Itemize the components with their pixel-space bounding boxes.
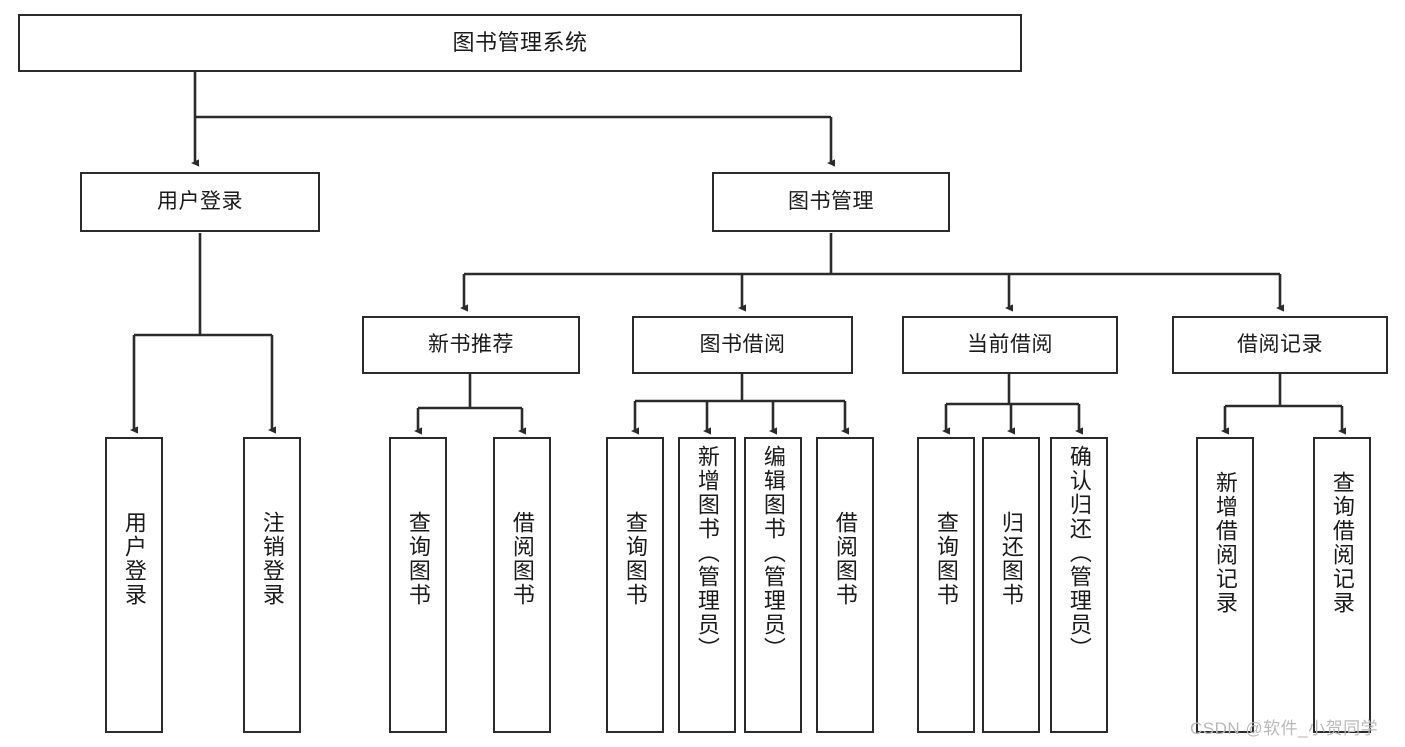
node-leaf-edit-book-admin[interactable]: 编辑图书（管理员）	[744, 437, 802, 733]
node-book-borrow[interactable]: 图书借阅	[632, 316, 853, 374]
node-new-book-recommend[interactable]: 新书推荐	[362, 316, 580, 374]
node-borrow-record[interactable]: 借阅记录	[1172, 316, 1388, 374]
node-leaf-user-login[interactable]: 用户登录	[105, 437, 163, 733]
node-leaf-borrow-book-2[interactable]: 借阅图书	[816, 437, 874, 733]
node-leaf-query-borrow-record[interactable]: 查询借阅记录	[1313, 437, 1371, 733]
node-leaf-query-book-2-label: 查询图书	[622, 511, 648, 607]
node-leaf-borrow-book-1[interactable]: 借阅图书	[493, 437, 551, 733]
node-current-borrow-label: 当前借阅	[967, 332, 1053, 356]
node-leaf-add-book-admin[interactable]: 新增图书（管理员）	[678, 437, 736, 733]
node-leaf-query-borrow-record-label: 查询借阅记录	[1329, 471, 1355, 615]
node-book-borrow-label: 图书借阅	[699, 332, 786, 356]
node-book-management-label: 图书管理	[788, 189, 874, 213]
node-leaf-logout-label: 注销登录	[259, 511, 285, 607]
node-root-label: 图书管理系统	[452, 30, 588, 56]
node-borrow-record-label: 借阅记录	[1237, 332, 1323, 356]
node-leaf-return-book-label: 归还图书	[998, 511, 1024, 607]
node-leaf-query-book-1-label: 查询图书	[405, 511, 431, 607]
node-leaf-query-book-1[interactable]: 查询图书	[389, 437, 447, 733]
node-leaf-add-book-admin-label: 新增图书（管理员）	[694, 445, 720, 661]
node-book-management[interactable]: 图书管理	[712, 172, 950, 232]
node-leaf-user-login-label: 用户登录	[121, 511, 147, 607]
node-leaf-return-book[interactable]: 归还图书	[982, 437, 1040, 733]
node-leaf-add-borrow-record-label: 新增借阅记录	[1212, 471, 1238, 615]
node-leaf-logout[interactable]: 注销登录	[243, 437, 301, 733]
node-leaf-confirm-return-admin[interactable]: 确认归还（管理员）	[1050, 437, 1108, 733]
node-leaf-query-book-3-label: 查询图书	[933, 511, 959, 607]
node-leaf-borrow-book-1-label: 借阅图书	[509, 511, 535, 607]
node-leaf-query-book-3[interactable]: 查询图书	[917, 437, 975, 733]
node-root[interactable]: 图书管理系统	[18, 14, 1022, 72]
node-leaf-edit-book-admin-label: 编辑图书（管理员）	[760, 445, 786, 661]
node-new-book-recommend-label: 新书推荐	[428, 332, 514, 356]
node-leaf-confirm-return-admin-label: 确认归还（管理员）	[1066, 445, 1092, 661]
node-leaf-add-borrow-record[interactable]: 新增借阅记录	[1196, 437, 1254, 733]
node-user-login[interactable]: 用户登录	[80, 172, 320, 232]
node-leaf-borrow-book-2-label: 借阅图书	[832, 511, 858, 607]
node-current-borrow[interactable]: 当前借阅	[902, 316, 1118, 374]
node-user-login-label: 用户登录	[157, 189, 243, 213]
node-leaf-query-book-2[interactable]: 查询图书	[606, 437, 664, 733]
